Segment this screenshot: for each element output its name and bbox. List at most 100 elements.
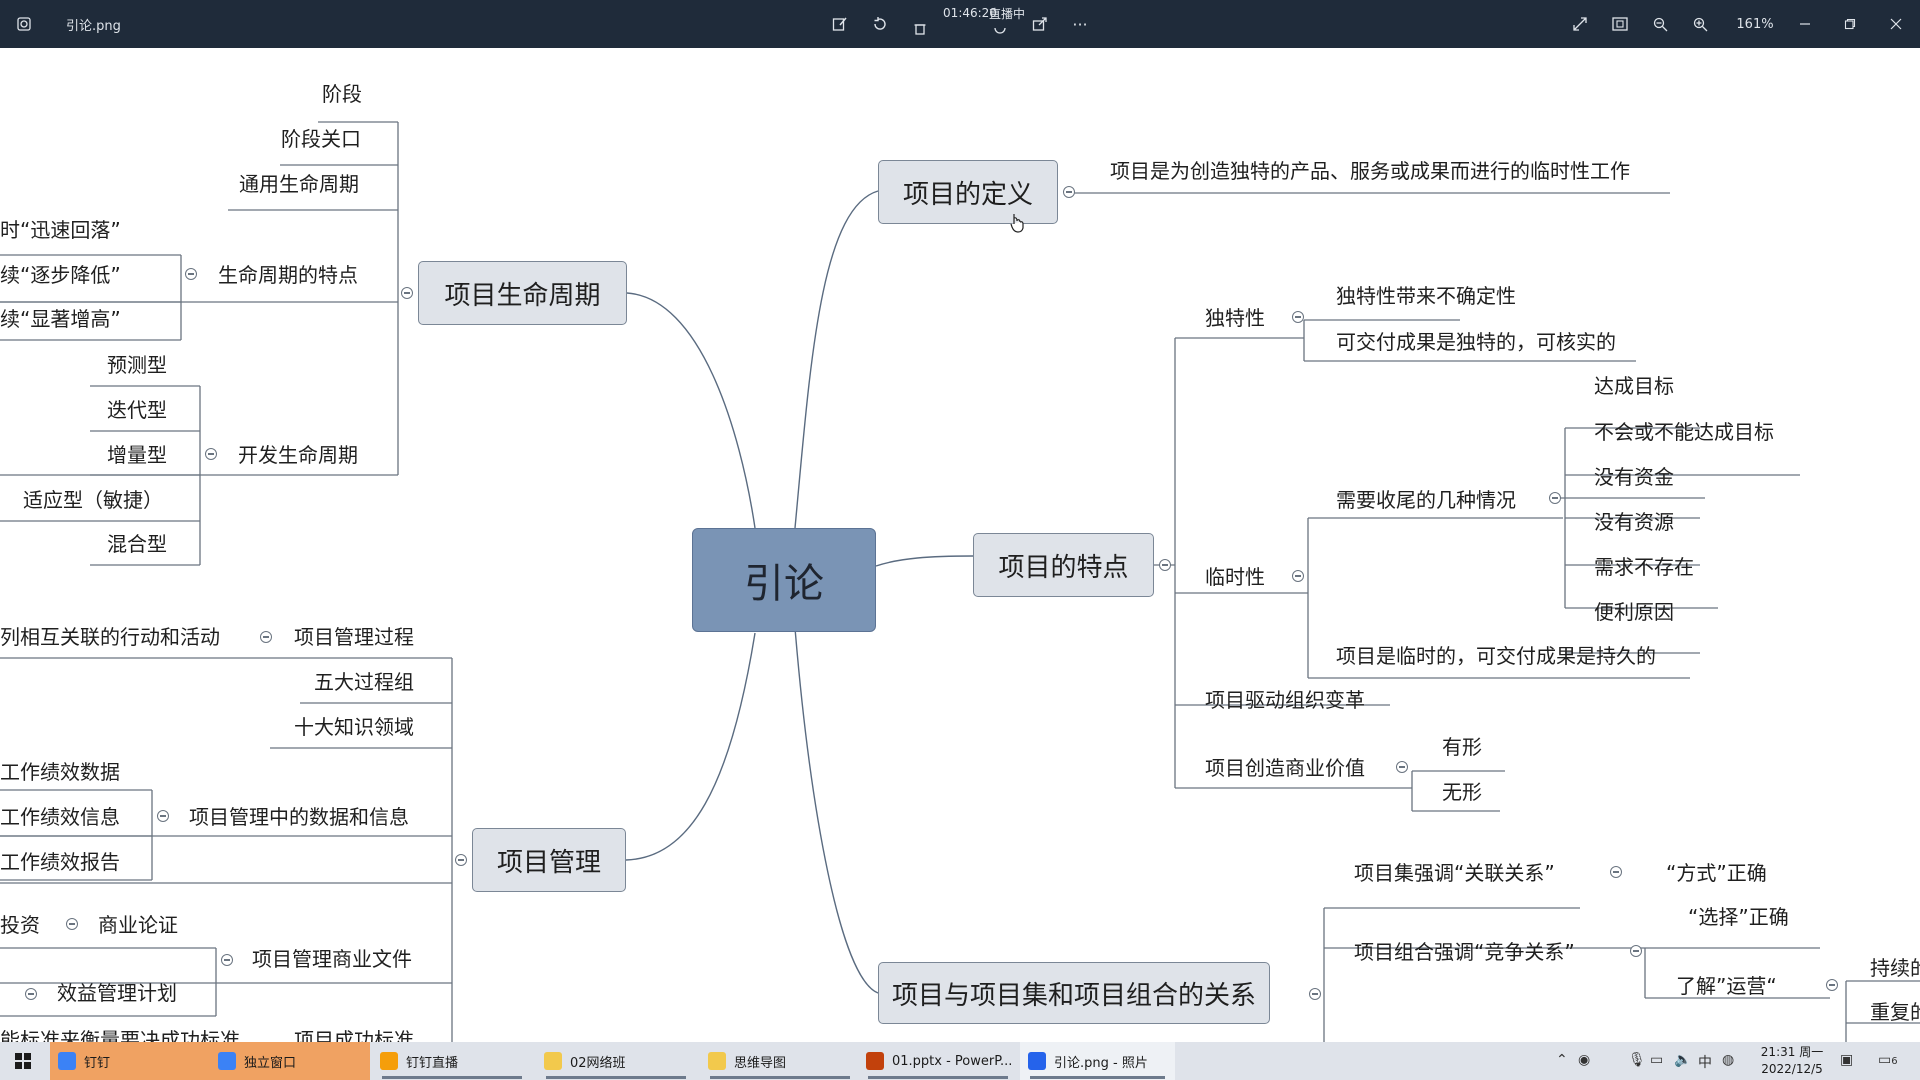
data-info-label: 项目管理中的数据和信息 — [189, 805, 409, 829]
taskbar-item-folder[interactable]: 思维导图 — [700, 1042, 860, 1080]
taskbar-item-window[interactable]: 独立窗口 — [210, 1042, 370, 1080]
close-icon[interactable] — [1886, 0, 1906, 48]
collapse-toggle[interactable] — [205, 448, 217, 460]
lifecycle-item: 通用生命周期 — [239, 172, 359, 196]
collapse-toggle[interactable] — [1396, 761, 1408, 773]
definition-node[interactable]: 项目的定义 — [878, 160, 1058, 224]
process-description: 列相互关联的行动和活动 — [0, 625, 220, 649]
collapse-toggle[interactable] — [1610, 866, 1622, 878]
drive-change-label: 项目驱动组织变革 — [1205, 688, 1365, 712]
zoom-level[interactable]: 161% — [1736, 16, 1774, 32]
clock[interactable]: 21:31 周一 2022/12/5 — [1752, 1044, 1832, 1078]
ending-item: 不会或不能达成目标 — [1594, 420, 1774, 444]
characteristic-item: 时“迅速回落” — [0, 218, 121, 242]
ending-item: 没有资金 — [1594, 465, 1674, 489]
lifecycle-item: 阶段 — [322, 82, 362, 106]
collapse-toggle[interactable] — [157, 810, 169, 822]
collapse-toggle[interactable] — [1826, 979, 1838, 991]
management-node[interactable]: 项目管理 — [472, 828, 626, 892]
dingtalk-icon — [218, 1052, 236, 1070]
collapse-toggle[interactable] — [455, 854, 467, 866]
investment-label: 投资 — [0, 913, 40, 937]
clock-date: 2022/12/5 — [1761, 1062, 1823, 1076]
definition-text: 项目是为创造独特的产品、服务或成果而进行的临时性工作 — [1110, 159, 1630, 183]
relations-node[interactable]: 项目与项目集和项目组合的关系 — [878, 962, 1270, 1024]
features-node[interactable]: 项目的特点 — [973, 533, 1154, 597]
characteristic-item: 续“显著增高” — [0, 307, 121, 331]
operation-item: 持续的 — [1870, 956, 1920, 980]
zoom-in-icon[interactable] — [1690, 0, 1710, 48]
mindmap-root-node[interactable]: 引论 — [692, 528, 876, 632]
collapse-toggle[interactable] — [1630, 945, 1642, 957]
taskbar-item-label: 钉钉 — [84, 1055, 111, 1071]
collapse-toggle[interactable] — [1309, 988, 1321, 1000]
fullscreen-icon[interactable] — [1570, 0, 1590, 48]
collapse-toggle[interactable] — [1063, 186, 1075, 198]
dev-lifecycle-item: 混合型 — [107, 532, 167, 556]
collapse-toggle[interactable] — [1292, 311, 1304, 323]
app-tray-icon[interactable]: ◉ — [1578, 1052, 1591, 1068]
delete-icon[interactable] — [910, 8, 930, 48]
portfolio-child: 了解”运营“ — [1676, 974, 1777, 998]
image-canvas[interactable]: 引论 项目的定义 项目是为创造独特的产品、服务或成果而进行的临时性工作 项目的特… — [0, 48, 1920, 1042]
title-bar: 引论.png 01:46:20 直播中 ··· 161% — [0, 0, 1920, 48]
portfolio-child: “选择”正确 — [1688, 905, 1789, 929]
security-icon[interactable]: ◍ — [1722, 1052, 1735, 1068]
uniqueness-item: 独特性带来不确定性 — [1336, 284, 1516, 308]
business-value-label: 项目创造商业价值 — [1205, 756, 1365, 780]
collapse-toggle[interactable] — [1549, 492, 1561, 504]
hand-cursor-icon — [1009, 212, 1025, 238]
lifecycle-node[interactable]: 项目生命周期 — [418, 261, 627, 325]
zoom-out-icon[interactable] — [1650, 0, 1670, 48]
collapse-toggle[interactable] — [1159, 559, 1171, 571]
clock-time: 21:31 周一 — [1760, 1045, 1824, 1059]
folder-icon — [544, 1052, 562, 1070]
desktop-icon[interactable]: ▣ — [1840, 1052, 1854, 1068]
share-icon[interactable] — [1030, 0, 1050, 48]
business-docs-label: 项目管理商业文件 — [252, 947, 412, 971]
taskbar-item-powerpoint[interactable]: 01.pptx - PowerP... — [858, 1042, 1018, 1080]
collapse-toggle[interactable] — [25, 988, 37, 1000]
notification-icon[interactable]: ▭6 — [1878, 1052, 1898, 1068]
benefit-plan-label: 效益管理计划 — [57, 981, 177, 1005]
ending-item: 没有资源 — [1594, 510, 1674, 534]
taskbar-item-label: 钉钉直播 — [406, 1055, 459, 1071]
collapse-toggle[interactable] — [401, 287, 413, 299]
photos-app-icon — [12, 0, 36, 48]
microphone-icon[interactable]: 🎙 — [1628, 1052, 1646, 1068]
taskbar-item-dingtalk[interactable]: 钉钉 — [50, 1042, 210, 1080]
mindmap-connectors — [0, 121, 1920, 1042]
input-method-icon[interactable]: 中 — [1698, 1055, 1712, 1071]
volume-icon[interactable]: 🔈 — [1674, 1052, 1692, 1068]
program-child: “方式”正确 — [1666, 861, 1767, 885]
collapse-toggle[interactable] — [66, 918, 78, 930]
maximize-icon[interactable] — [1840, 0, 1860, 48]
network-icon[interactable]: ▭ — [1650, 1052, 1664, 1068]
live-icon — [380, 1052, 398, 1070]
collapse-toggle[interactable] — [221, 954, 233, 966]
success-criteria-text: 能标准来衡量要决成功标准 — [0, 1028, 240, 1042]
minimize-icon[interactable] — [1795, 0, 1815, 48]
lifecycle-item: 阶段关口 — [281, 127, 361, 151]
chevron-up-icon[interactable]: ⌃ — [1556, 1052, 1568, 1068]
business-case-label: 商业论证 — [98, 913, 178, 937]
favorite-icon[interactable] — [990, 8, 1010, 48]
taskbar-item-folder[interactable]: 02网络班 — [536, 1042, 696, 1080]
collapse-toggle[interactable] — [260, 631, 272, 643]
taskbar-item-photos[interactable]: 引论.png - 照片 — [1020, 1042, 1175, 1080]
actual-size-icon[interactable] — [1610, 0, 1630, 48]
rotate-icon[interactable] — [870, 0, 890, 48]
collapse-toggle[interactable] — [185, 268, 197, 280]
data-info-item: 工作绩效数据 — [0, 760, 120, 784]
taskbar-item-label: 引论.png - 照片 — [1054, 1055, 1148, 1071]
taskbar-item-live[interactable]: 钉钉直播 — [372, 1042, 532, 1080]
start-button[interactable] — [0, 1042, 46, 1080]
edit-image-icon[interactable] — [830, 0, 850, 48]
live-time: 01:46:20 — [943, 6, 997, 20]
dev-lifecycle-label: 开发生命周期 — [238, 443, 358, 467]
dev-lifecycle-item: 迭代型 — [107, 398, 167, 422]
taskbar-item-label: 01.pptx - PowerP... — [892, 1053, 1013, 1069]
collapse-toggle[interactable] — [1292, 570, 1304, 582]
ending-item: 达成目标 — [1594, 374, 1674, 398]
more-options-button[interactable]: ··· — [1072, 14, 1088, 34]
